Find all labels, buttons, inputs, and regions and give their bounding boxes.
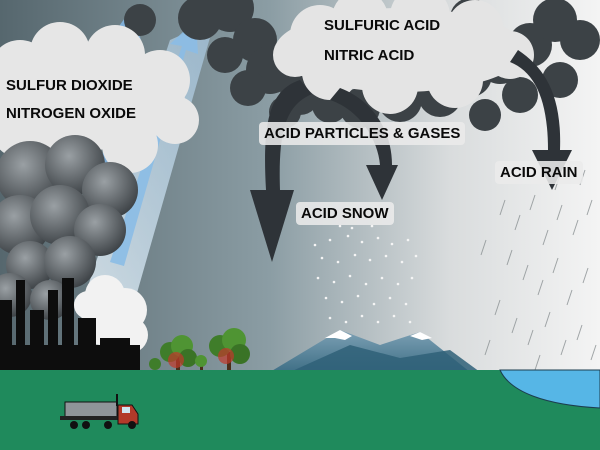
label-acid-rain: ACID RAIN: [495, 161, 583, 184]
acid-cloud: [273, 0, 534, 114]
arrow-left-icon: [250, 80, 312, 262]
truck-icon: [60, 394, 139, 429]
arrow-right-icon: [510, 50, 572, 190]
tree-icon: [149, 328, 250, 373]
label-sulfuric-acid: SULFURIC ACID: [324, 17, 441, 34]
smoke-plume: [0, 135, 138, 320]
label-acid-snow: ACID SNOW: [296, 202, 394, 225]
label-nitrogen-oxide: NITROGEN OXIDE: [6, 105, 137, 122]
acid-snowflakes: [313, 224, 418, 324]
arrow-center-icon: [330, 88, 398, 200]
label-acid-particles-gases: ACID PARTICLES & GASES: [259, 122, 466, 145]
mountain-icon: [270, 330, 480, 372]
factory-icon: [0, 278, 140, 372]
label-nitric-acid: NITRIC ACID: [324, 47, 415, 64]
acid-rain-streaks: [480, 169, 597, 371]
deposition-arrows: [250, 50, 572, 262]
label-sulfur-dioxide: SULFUR DIOXIDE: [6, 77, 133, 94]
